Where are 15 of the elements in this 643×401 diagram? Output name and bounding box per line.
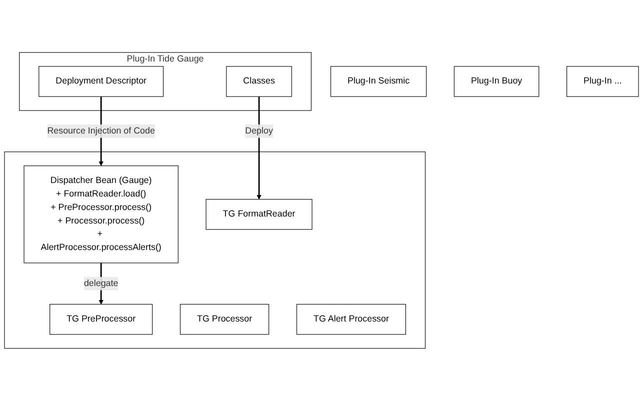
- node-box: TG PreProcessor: [50, 304, 153, 335]
- node-box: TG FormatReader: [206, 199, 312, 230]
- node-box: Deployment Descriptor: [38, 66, 164, 97]
- node-box: Plug-In Buoy: [454, 66, 540, 97]
- node-box: TG Processor: [180, 304, 270, 335]
- node-box: Dispatcher Bean (Gauge) + FormatReader.load() + PreProcessor.process() + Processor.process() + AlertProcessor.processAlerts(): [24, 166, 178, 264]
- node-box: Classes: [226, 66, 292, 97]
- node-box: Plug-In ...: [566, 66, 639, 97]
- edge-label: delegate: [84, 278, 118, 288]
- node-box: TG Alert Processor: [296, 304, 406, 335]
- cluster: [4, 152, 426, 349]
- arrow: [256, 96, 262, 200]
- edge-label: Deploy: [245, 126, 273, 136]
- node-box: Plug-In Seismic: [330, 66, 427, 97]
- edge-label: Resource Injection of Code: [47, 126, 155, 136]
